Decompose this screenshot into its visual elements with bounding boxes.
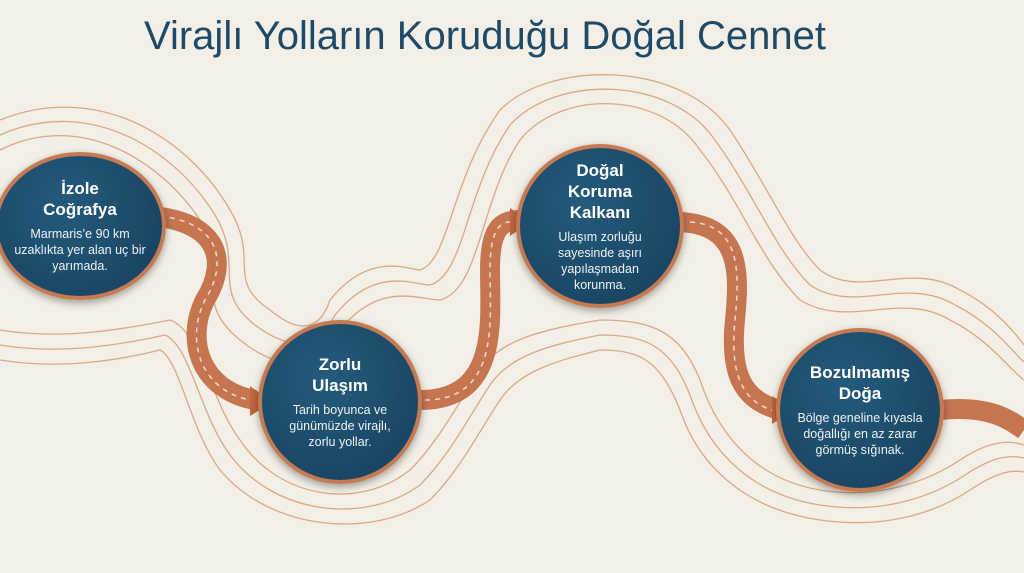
step-description: Tarih boyunca ve günümüzde virajlı, zorl… [289,403,391,449]
step-heading: İzole Coğrafya [43,179,117,219]
step-difficult-access: Zorlu Ulaşım Tarih boyunca ve günümüzde … [258,320,422,484]
step-natural-protection-shield: Doğal Koruma Kalkanı Ulaşım zorluğu saye… [516,144,684,308]
step-heading: Zorlu Ulaşım [312,355,368,395]
page-title: Virajlı Yolların Koruduğu Doğal Cennet [144,14,826,58]
road-center-lines [139,214,773,411]
step-isolated-geography: İzole Coğrafya Marmaris’e 90 km uzaklıkt… [0,152,166,300]
step-description: Bölge geneline kıyasla doğallığı en az z… [797,411,923,457]
step-heading: Bozulmamış Doğa [809,363,911,403]
step-heading: Doğal Koruma Kalkanı [567,160,633,222]
step-untouched-nature: Bozulmamış Doğa Bölge geneline kıyasla d… [776,328,944,492]
step-description: Marmaris’e 90 km uzaklıkta yer alan uç b… [14,227,146,273]
step-description: Ulaşım zorluğu sayesinde aşırı yapılaşma… [557,229,643,292]
